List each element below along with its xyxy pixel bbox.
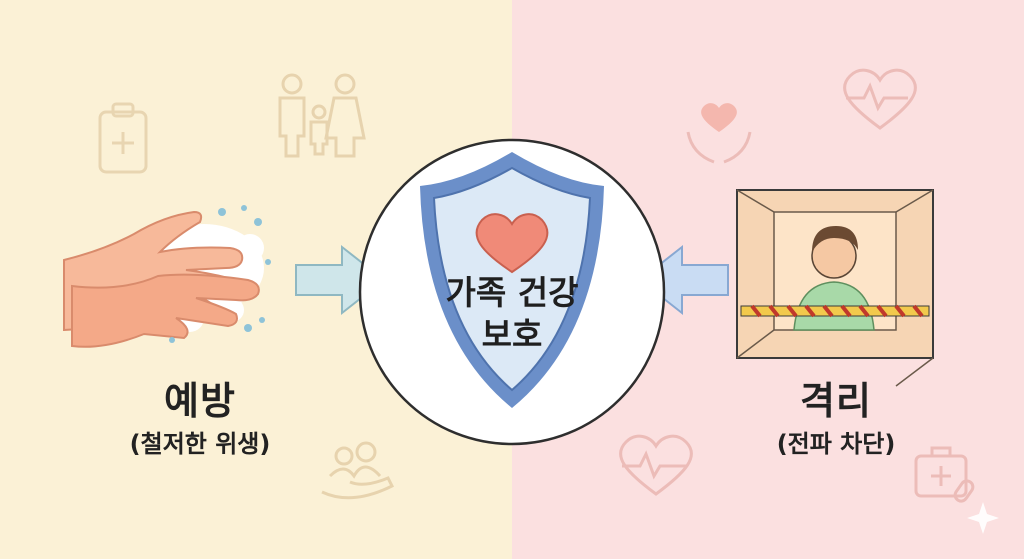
isolation-subtitle: (전파 차단): [776, 430, 896, 458]
heart-icon: [475, 213, 549, 274]
hand-washing-icon: [63, 205, 271, 348]
quarantined-person-icon: [736, 189, 934, 387]
family-icon: [278, 73, 366, 158]
shield-label: 가족 건강 보호: [412, 272, 612, 356]
medical-kit-icon: [914, 446, 975, 503]
shield-label-line2: 보호: [481, 315, 543, 354]
heartbeat-icon: [843, 68, 917, 130]
heart-in-hands-icon-left: [321, 441, 395, 500]
heart-in-hands-icon: [686, 103, 752, 164]
prevention-subtitle: (철저한 위생): [129, 430, 271, 458]
medical-clipboard-icon: [98, 102, 148, 174]
isolation-title: 격리: [800, 379, 872, 423]
prevention-title: 예방: [164, 379, 236, 423]
sparkle-icon: [967, 502, 999, 534]
shield-icon: [420, 152, 604, 408]
shield-label-line1: 가족 건강: [445, 273, 579, 312]
heartbeat-icon-lower: [619, 434, 693, 496]
